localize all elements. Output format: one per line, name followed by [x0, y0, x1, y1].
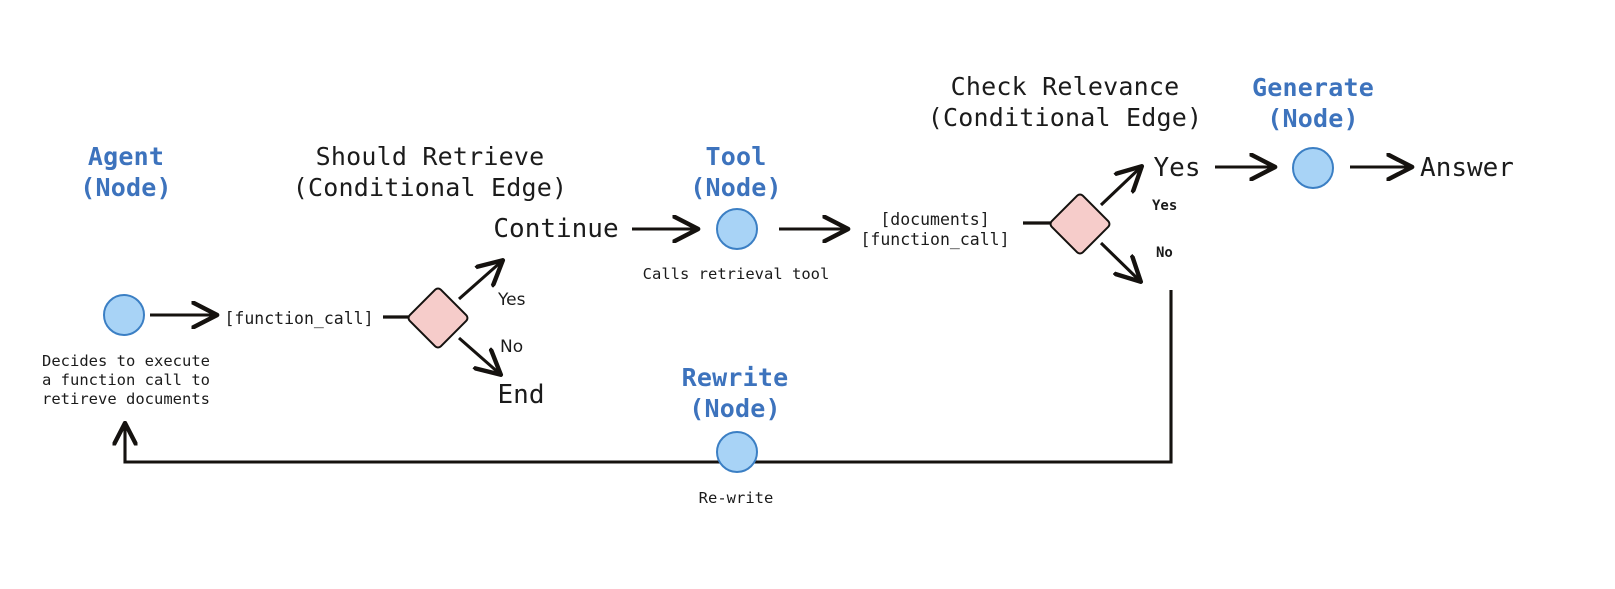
node-generate[interactable]: [1292, 147, 1334, 189]
edge-should-retrieve-no: [457, 336, 500, 374]
title-agent: Agent (Node): [80, 142, 172, 202]
label-function-call-1: [function_call]: [224, 309, 374, 328]
label-documents-function-call: [documents] [function_call]: [860, 210, 1010, 250]
title-should-retrieve: Should Retrieve (Conditional Edge): [292, 142, 568, 202]
label-should-retrieve-no: No: [500, 337, 524, 357]
label-should-retrieve-yes: Yes: [498, 290, 526, 310]
label-check-relevance-no: No: [1156, 245, 1173, 261]
title-tool: Tool (Node): [690, 142, 782, 202]
title-generate: Generate (Node): [1251, 73, 1375, 133]
edge-check-relevance-no: [1099, 241, 1140, 281]
label-tool-caption: Calls retrieval tool: [642, 265, 830, 283]
label-end: End: [497, 380, 545, 410]
edge-check-relevance-yes: [1099, 167, 1141, 207]
label-continue: Continue: [493, 214, 619, 244]
label-check-relevance-yes: Yes: [1152, 198, 1178, 214]
node-tool[interactable]: [716, 208, 758, 250]
label-answer: Answer: [1420, 153, 1514, 183]
node-rewrite[interactable]: [716, 431, 758, 473]
title-rewrite: Rewrite (Node): [681, 363, 789, 423]
label-yes-big: Yes: [1153, 153, 1201, 183]
label-rewrite-caption: Re-write: [698, 489, 774, 507]
node-agent[interactable]: [103, 294, 145, 336]
node-check-relevance-decision[interactable]: [1047, 191, 1113, 257]
title-check-relevance: Check Relevance (Conditional Edge): [927, 72, 1203, 132]
node-should-retrieve-decision[interactable]: [405, 285, 471, 351]
label-agent-caption: Decides to execute a function call to re…: [42, 352, 210, 408]
edge-should-retrieve-yes: [457, 261, 502, 301]
